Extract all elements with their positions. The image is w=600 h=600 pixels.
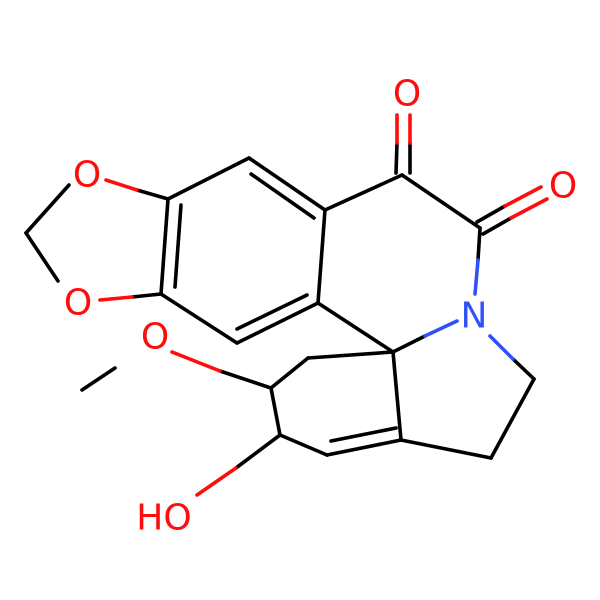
bond [488, 334, 515, 361]
bonds [24, 156, 536, 460]
bond [323, 173, 404, 212]
bond [325, 438, 403, 457]
atom-labels: O O O O N O HO [64, 74, 577, 539]
oxygen-atom-label: O [73, 155, 101, 196]
bond [476, 226, 482, 262]
bond [473, 258, 480, 296]
bond [316, 208, 327, 305]
bond [249, 172, 316, 220]
bond [98, 295, 134, 302]
bond [394, 141, 399, 175]
bond [269, 356, 310, 390]
bond [269, 386, 282, 437]
bond [306, 350, 395, 360]
bond [391, 350, 403, 442]
bond [170, 350, 222, 373]
bond [511, 357, 536, 381]
bond [503, 185, 543, 208]
oxygen-atom-label: O [64, 283, 92, 324]
bond [423, 319, 459, 338]
bond [130, 292, 163, 299]
bond [159, 197, 170, 296]
hydroxyl-group-label: HO [136, 498, 191, 539]
bond [509, 197, 549, 220]
oxygen-atom-label: O [141, 317, 169, 358]
bond [24, 183, 71, 235]
bond [173, 203, 183, 289]
bond [235, 293, 309, 331]
bond [104, 178, 139, 192]
bond [399, 438, 493, 460]
hetero-bonds [98, 113, 549, 497]
bond [195, 466, 238, 497]
bond [316, 301, 395, 354]
bond [218, 369, 273, 390]
bond [278, 433, 329, 457]
bond [135, 188, 170, 201]
oxygen-atom-label: O [549, 166, 577, 207]
bond [166, 156, 251, 201]
bond [80, 366, 117, 392]
bond [329, 426, 398, 443]
bond [159, 292, 239, 345]
bond [481, 216, 513, 236]
bond [400, 173, 482, 230]
bond [234, 433, 282, 470]
nitrogen-atom-label: N [461, 296, 488, 337]
bond [235, 301, 320, 345]
bond [391, 334, 427, 354]
bond [24, 231, 60, 283]
bond [489, 377, 536, 460]
bond [475, 204, 507, 224]
bond [247, 156, 327, 212]
oxygen-atom-label: O [393, 74, 421, 115]
